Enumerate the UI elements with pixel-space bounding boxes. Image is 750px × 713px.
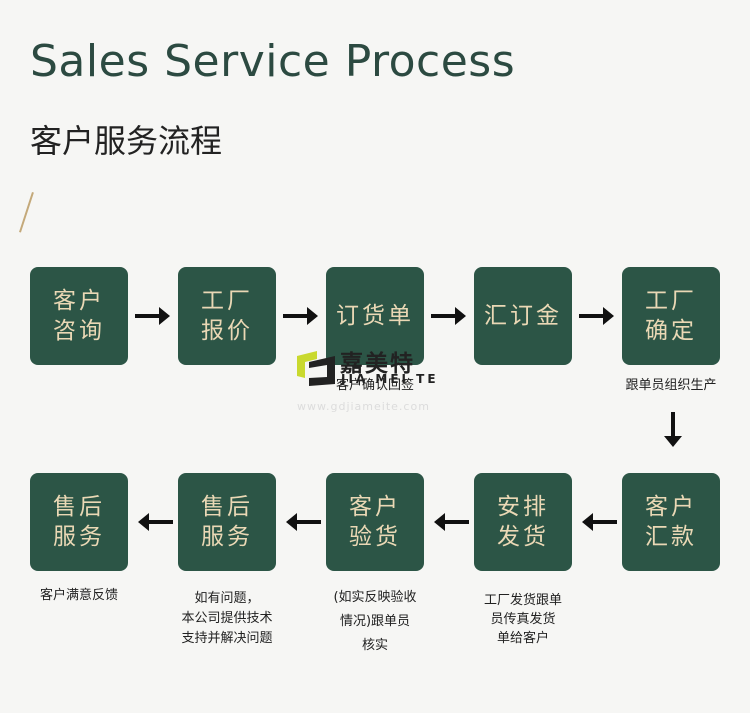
logo-url: www.gdjiameite.com — [297, 400, 430, 413]
step-customer-payment: 客户 汇款 — [622, 473, 720, 571]
step-factory-confirm: 工厂 确定 — [622, 267, 720, 365]
step-customer-inquiry: 客户 咨询 — [30, 267, 128, 365]
logo-mark-icon — [297, 351, 335, 386]
step-purchase-order: 订货单 — [326, 267, 424, 365]
page-subtitle: 客户服务流程 — [30, 122, 223, 160]
arrow-right-icon — [579, 307, 614, 325]
step-after-sales-1: 售后 服务 — [30, 473, 128, 571]
arrow-left-icon — [434, 513, 469, 531]
arrow-right-icon — [431, 307, 466, 325]
step-after-sales-2: 售后 服务 — [178, 473, 276, 571]
step-arrange-shipping: 安排 发货 — [474, 473, 572, 571]
note-tech-support: 如有问题， 本公司提供技术 支持并解决问题 — [181, 591, 273, 646]
arrow-right-icon — [283, 307, 318, 325]
page-title: Sales Service Process — [30, 36, 516, 87]
watermark-logo: 嘉美特 JIA MEI TE www.gdjiameite.com — [295, 344, 460, 414]
note-shipping: 工厂发货跟单 员传真发货 单给客户 — [483, 593, 562, 646]
step-factory-quote: 工厂 报价 — [178, 267, 276, 365]
arrow-left-icon — [286, 513, 321, 531]
arrow-left-icon — [582, 513, 617, 531]
note-confirm-sign: 客户确认回签 — [335, 378, 414, 393]
accent-slash — [19, 192, 34, 233]
step-customer-inspection: 客户 验货 — [326, 473, 424, 571]
note-production: 跟单员组织生产 — [625, 378, 717, 393]
logo-name-cn: 嘉美特 — [340, 351, 415, 377]
logo-name-en: JIA MEI TE — [341, 372, 439, 386]
step-deposit: 汇订金 — [474, 267, 572, 365]
arrow-right-icon — [135, 307, 170, 325]
note-inspection: (如实反映验收 情况)跟单员 核实 — [333, 590, 417, 653]
arrow-left-icon — [138, 513, 173, 531]
arrow-down-icon — [664, 412, 682, 447]
note-satisfaction: 客户满意反馈 — [39, 588, 118, 603]
